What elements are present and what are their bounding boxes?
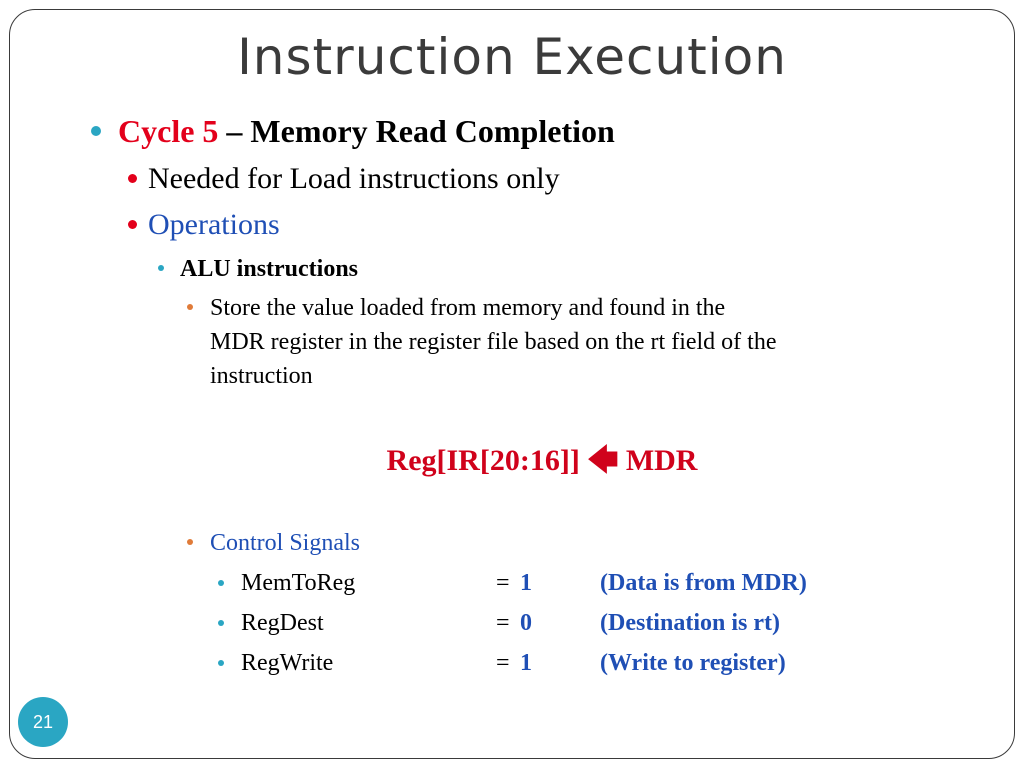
signal-note: (Destination is rt) [600, 610, 780, 636]
description-line-1: Store the value loaded from memory and f… [210, 295, 726, 321]
signal-name: RegWrite [241, 650, 334, 676]
signal-eq: = [496, 570, 510, 596]
left-arrow-icon: 🡄 [587, 443, 619, 478]
bullet-dot-icon [158, 265, 164, 271]
bullet-dot-icon [128, 174, 137, 183]
equation-left: Reg[IR[20:16]] [386, 444, 580, 477]
control-signals-label: Control Signals [210, 530, 361, 556]
bullet-dot-icon [218, 620, 224, 626]
signal-value: 1 [520, 570, 532, 596]
description-line-2: MDR register in the register file based … [210, 329, 777, 355]
description-line-3: instruction [210, 363, 313, 389]
bullet-dot-icon [218, 580, 224, 586]
slide-frame [9, 9, 1015, 759]
signal-name: MemToReg [241, 570, 356, 596]
signal-value: 0 [520, 610, 532, 636]
cycle-label: Cycle 5 [118, 113, 219, 149]
cycle-heading: Cycle 5 – Memory Read Completion [118, 111, 615, 151]
signal-name: RegDest [241, 610, 324, 636]
bullet-dot-icon [187, 539, 193, 545]
signal-note: (Write to register) [600, 650, 786, 676]
bullet-dot-icon [218, 660, 224, 666]
bullet-dot-icon [187, 304, 193, 310]
register-transfer-equation: Reg[IR[20:16]] 🡄 MDR [0, 443, 1024, 479]
equation-right: MDR [625, 444, 698, 477]
operations-label: Operations [148, 208, 280, 241]
signal-eq: = [496, 610, 510, 636]
bullet-dot-icon [91, 126, 101, 136]
bullet-dot-icon [128, 220, 137, 229]
slide-title: Instruction Execution [237, 28, 787, 86]
signal-note: (Data is from MDR) [600, 570, 807, 596]
needed-for-text: Needed for Load instructions only [148, 162, 560, 195]
alu-instructions-label: ALU instructions [180, 256, 359, 282]
page-number-badge: 21 [18, 697, 68, 747]
signal-value: 1 [520, 650, 532, 676]
signal-eq: = [496, 650, 510, 676]
cycle-title: – Memory Read Completion [218, 113, 615, 149]
